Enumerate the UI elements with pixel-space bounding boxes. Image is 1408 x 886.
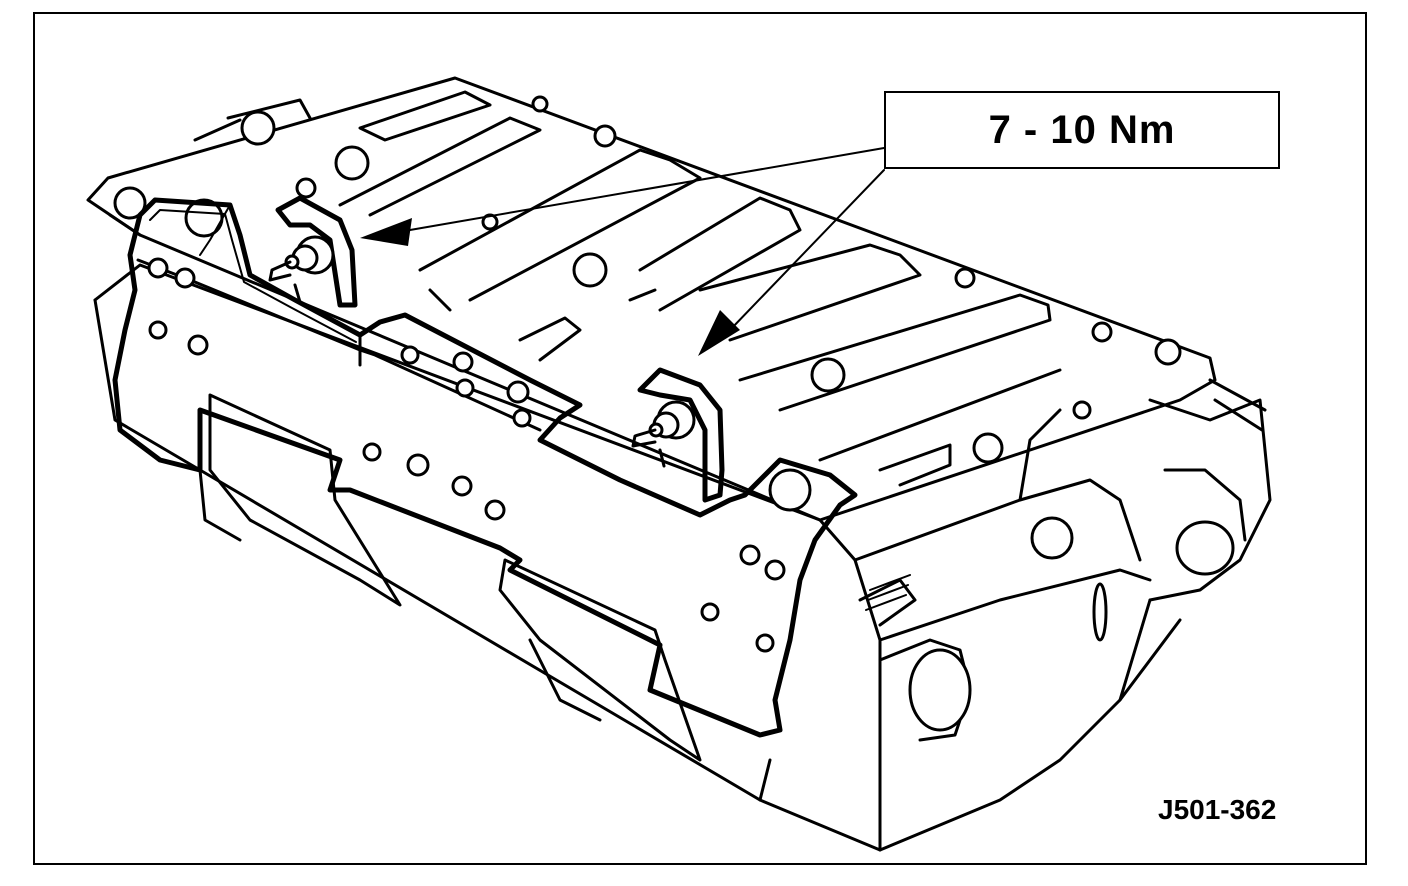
channel-grooves (338, 90, 1062, 487)
bracket-right (631, 367, 725, 503)
shield-holes (147, 257, 812, 653)
leader-arrow-icon (698, 310, 740, 356)
figure-id-label: J501-362 (1158, 794, 1277, 825)
heat-shield (112, 197, 858, 738)
torque-callout-box: 7 - 10 Nm (884, 91, 1280, 169)
end-plug (858, 574, 972, 742)
mounting-lug (1148, 378, 1272, 602)
leader-lines (360, 147, 885, 356)
torque-value: 7 - 10 Nm (988, 107, 1176, 152)
leader-arrow-icon (360, 218, 412, 246)
lower-tabs (208, 393, 702, 762)
bolt-bosses (113, 95, 1182, 464)
bracket-left (268, 195, 358, 308)
